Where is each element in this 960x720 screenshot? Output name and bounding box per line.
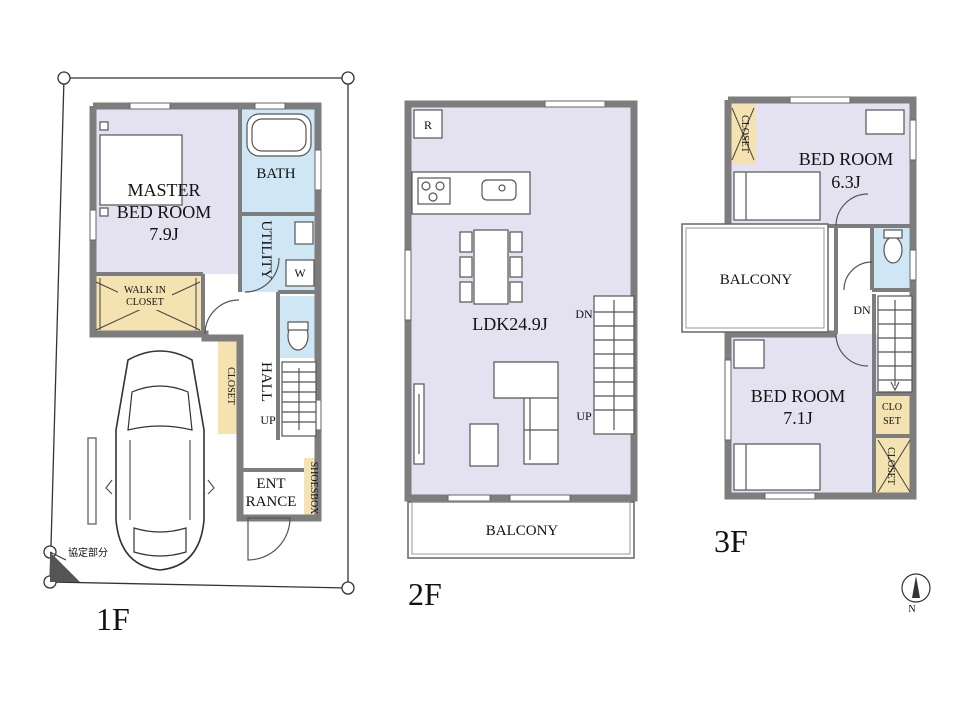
bed-3f-1 [733,171,821,221]
balcony-2f [407,501,635,559]
entrance-label-1: ENT [256,476,285,492]
stairs-1f [281,361,317,437]
desk-3f-2 [733,339,765,369]
bedroom-2-size: 7.1J [783,408,813,428]
agreement-area-hatch [50,552,80,582]
sofa-icon [493,361,559,465]
closet-bottom-label: CLOSET [885,447,896,485]
stairs-dn-label-3f: DN [853,303,871,317]
clo-set-label-2: SET [883,416,901,427]
bath-label: BATH [256,166,295,182]
floor-2f: BALCONY R [404,100,638,612]
ldk-label: LDK24.9J [472,314,548,334]
compass-north-label: N [908,604,915,615]
compass-icon: N [901,573,931,615]
toilet-3f-door[interactable] [843,261,873,291]
refrigerator-icon [413,109,443,139]
coffee-table [469,423,499,467]
stairs-2f [593,295,635,435]
parking-curb [87,437,97,525]
agreement-area-label: 協定部分 [68,546,108,559]
utility-door[interactable] [244,257,280,293]
floor-3f: BALCONY CLOSET CLO SET CLO [681,96,917,559]
car-icon [105,350,215,571]
floor-label-3f: 3F [714,523,748,559]
utility-label: UTILITY [258,220,274,279]
dining-table [473,229,509,305]
master-bed [99,134,183,206]
stairs-up-label-1f: UP [260,413,276,427]
desk-3f-1 [865,109,905,135]
bedroom-1-label: BED ROOM [799,149,894,169]
balcony-3f [681,223,829,333]
exterior-wall-1f [89,102,322,522]
exterior-wall-3f [724,96,917,500]
closet-top-label: CLOSET [739,115,750,153]
balcony-2f-label: BALCONY [486,523,559,539]
bedroom-2-label: BED ROOM [751,386,846,406]
closet-bottom-hatch [877,439,911,493]
master-bedroom-label-1: MASTER [127,180,200,200]
bedroom-1-size: 6.3J [831,172,861,192]
entrance-label-2: RANCE [246,494,297,510]
floor-1f: 協定部分 W [43,71,355,637]
toilet-3f-icon [883,236,903,264]
walk-in-closet-label-2: CLOSET [126,297,164,308]
sink-icon [481,179,517,201]
stove-icon [417,177,451,205]
bed-3f-2 [733,443,821,491]
bedroom-2-door[interactable] [835,333,869,367]
bedroom-1-door[interactable] [835,193,869,227]
stairs-up-label-2f: UP [576,409,592,423]
hall-closet-floor [218,338,238,434]
walk-in-closet-label-1: WALK IN [124,285,166,296]
floor-label-1f: 1F [96,601,130,637]
washbasin-icon [294,221,314,245]
master-bedroom-label-2: BED ROOM [117,202,212,222]
entrance-door[interactable] [247,517,291,561]
bathtub-icon [246,113,312,157]
stairs-dn-label-2f: DN [575,307,593,321]
hall-label: HALL [258,362,274,402]
hall-closet-label: CLOSET [225,367,236,405]
stairs-3f [877,295,913,393]
refrigerator-label: R [424,118,432,132]
closet-top-hatch [731,107,755,161]
balcony-3f-label: BALCONY [720,272,793,288]
washer-icon [285,259,315,287]
clo-set-floor [876,396,911,434]
shoesbox-label: SHOESBOX [308,462,319,516]
master-bedroom-size: 7.9J [149,224,179,244]
floor-label-2f: 2F [408,576,442,612]
clo-set-label-1: CLO [882,402,902,413]
washer-label: W [294,266,306,280]
